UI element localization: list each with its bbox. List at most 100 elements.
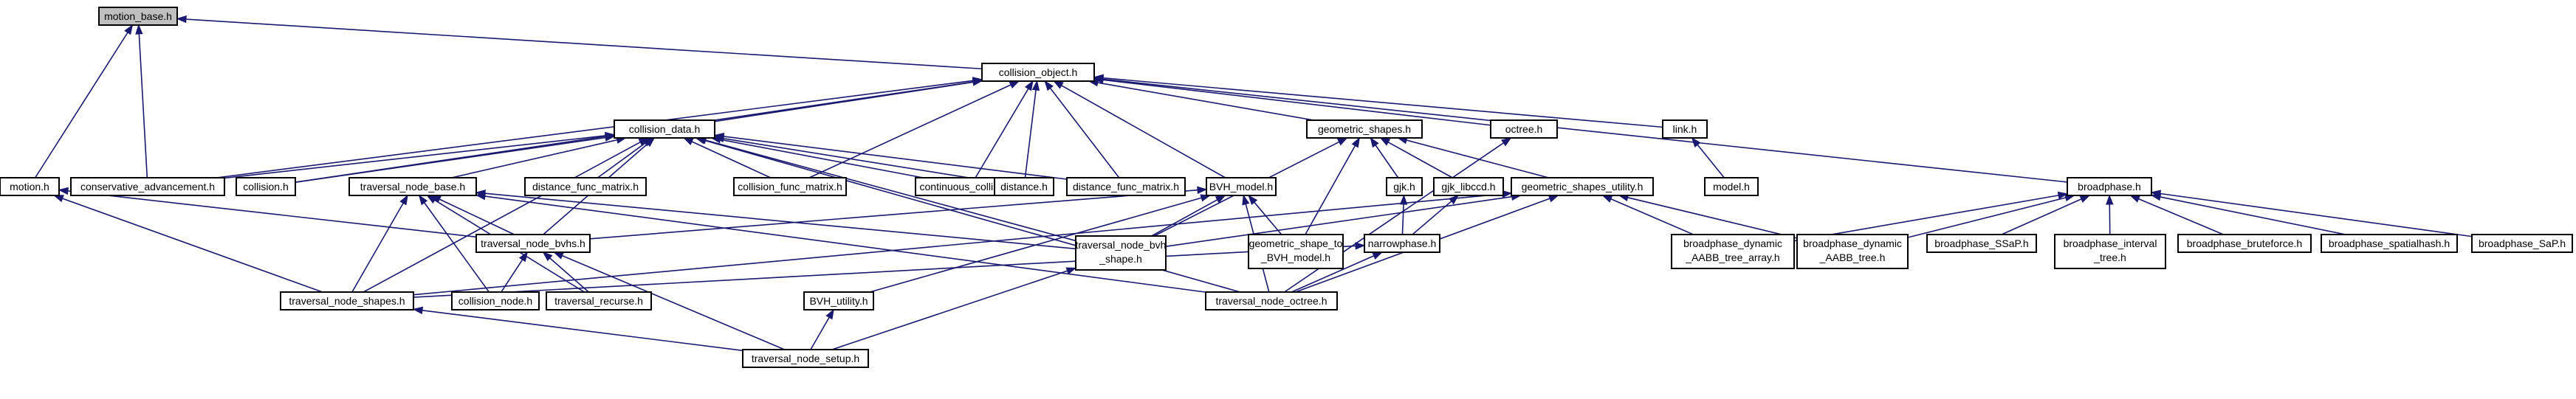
node-link[interactable]: link.h (1662, 119, 1708, 139)
node-gjk[interactable]: gjk.h (1386, 177, 1423, 196)
edge-broadphase_dynamic_AABB_tree_array-to-broadphase (1793, 191, 2069, 242)
edge-line (451, 139, 618, 178)
edge-broadphase_SaP-to-broadphase (2150, 190, 2473, 237)
node-distance-func-matrix-b[interactable]: distance_func_matrix.h (1066, 177, 1186, 196)
node-traversal-node-octree[interactable]: traversal_node_octree.h (1205, 291, 1338, 310)
node-model[interactable]: model.h (1704, 177, 1759, 196)
node-motion[interactable]: motion.h (0, 177, 60, 196)
edge-line (484, 195, 1206, 293)
arrowhead (1691, 136, 1701, 148)
edge-traversal_node_setup-to-traversal_node_shapes (412, 306, 743, 352)
node-traversal-node-setup[interactable]: traversal_node_setup.h (742, 349, 869, 368)
node-label: traversal_node_shapes.h (289, 295, 405, 307)
node-label: model.h (1713, 181, 1750, 192)
node-geometric-shapes-utility[interactable]: geometric_shapes_utility.h (1511, 177, 1654, 196)
edge-line (422, 310, 743, 352)
edge-line (2160, 196, 2346, 235)
node-collision-data[interactable]: collision_data.h (614, 119, 715, 139)
node-traversal-node-bvh-shape[interactable]: traversal_node_bvh_shape.h (1075, 235, 1167, 271)
node-box (1248, 234, 1344, 269)
node-distance[interactable]: distance.h (994, 177, 1054, 196)
arrowhead (604, 133, 616, 142)
arrowhead (553, 251, 564, 260)
edge-geometric_shapes-to-collision_object (1088, 78, 1314, 121)
edge-narrowphase-to-gjk (1399, 194, 1408, 235)
arrowhead (1370, 136, 1379, 148)
node-traversal-recurse[interactable]: traversal_recurse.h (546, 291, 652, 310)
edge-line (562, 254, 785, 350)
node-geometric-shapes[interactable]: geometric_shapes.h (1306, 119, 1423, 139)
node-box (1433, 177, 1504, 196)
edge-line (869, 197, 1202, 293)
node-BVH-utility[interactable]: BVH_utility.h (803, 291, 874, 310)
node-traversal-node-bvhs[interactable]: traversal_node_bvhs.h (475, 234, 591, 253)
arrowhead (1242, 194, 1250, 206)
node-box (0, 177, 60, 196)
arrowhead (176, 15, 187, 24)
edge-line (1102, 79, 1491, 126)
node-box (2067, 177, 2152, 196)
node-broadphase-dynamic-AABB-tree[interactable]: broadphase_dynamic_AABB_tree.h (1796, 234, 1909, 269)
arrowhead (135, 24, 143, 35)
arrowhead (1065, 267, 1077, 275)
arrowhead (1372, 251, 1384, 260)
node-narrowphase[interactable]: narrowphase.h (1364, 234, 1440, 253)
arrowhead (1336, 137, 1348, 146)
edge-distance_func_matrix_b-to-collision_data (713, 132, 1068, 180)
edge-line (549, 257, 589, 293)
node-octree[interactable]: octree.h (1490, 119, 1558, 139)
edge-line (705, 139, 1076, 242)
node-label: motion.h (10, 181, 49, 192)
node-collision[interactable]: collision.h (236, 177, 296, 196)
node-label: conservative_advancement.h (80, 181, 215, 192)
node-traversal-node-base[interactable]: traversal_node_base.h (348, 177, 477, 196)
edge-BVH_utility-to-BVH_model (869, 194, 1212, 293)
node-box (1364, 234, 1440, 253)
edge-line (1697, 144, 1725, 178)
node-motion-base[interactable]: motion_base.h (98, 7, 178, 26)
node-distance-func-matrix-a[interactable]: distance_func_matrix.h (524, 177, 647, 196)
node-traversal-node-shapes[interactable]: traversal_node_shapes.h (280, 291, 414, 310)
node-label: distance.h (1000, 181, 1048, 192)
node-broadphase-SSaP[interactable]: broadphase_SSaP.h (1926, 234, 2037, 253)
node-collision-object[interactable]: collision_object.h (981, 63, 1095, 82)
edge-line (413, 245, 1356, 298)
node-broadphase-spatialhash[interactable]: broadphase_spatialhash.h (2321, 234, 2458, 253)
node-broadphase-interval-tree[interactable]: broadphase_interval_tree.h (2054, 234, 2166, 269)
edge-model-to-link (1691, 136, 1725, 178)
edge-gjk-to-geometric_shapes (1370, 136, 1399, 178)
node-box (2321, 234, 2458, 253)
edge-line (216, 80, 974, 178)
node-broadphase-SaP[interactable]: broadphase_SaP.h (2471, 234, 2573, 253)
node-broadphase[interactable]: broadphase.h (2067, 177, 2152, 196)
header-file-nodes: motion_base.h collision_object.h motion.h c… (0, 7, 2573, 368)
node-BVH-model[interactable]: BVH_model.h (1206, 177, 1277, 196)
node-box (1704, 177, 1759, 196)
node-label: BVH_model.h (1209, 181, 1273, 192)
arrowhead (475, 192, 487, 201)
edge-line (691, 141, 772, 178)
edge-continuous_collision-to-collision_object (975, 80, 1034, 178)
edge-conservative_advancement-to-collision_data (224, 131, 616, 179)
node-geometric-shape-to-BVH-model[interactable]: geometric_shape_to_BVH_model.h (1248, 234, 1344, 269)
edge-line (2160, 192, 2473, 237)
node-box (742, 349, 869, 368)
node-broadphase-dynamic-AABB-tree-array[interactable]: broadphase_dynamic_AABB_tree_array.h (1671, 234, 1795, 269)
node-broadphase-bruteforce[interactable]: broadphase_bruteforce.h (2177, 234, 2312, 253)
edge-line (1406, 139, 1549, 178)
arrowhead (52, 195, 64, 203)
edge-geometric_shape_to_BVH_model-to-BVH_model (1248, 194, 1282, 235)
arrowhead (1215, 195, 1226, 204)
node-collision-func-matrix[interactable]: collision_func_matrix.h (733, 177, 847, 196)
arrowhead (2079, 195, 2091, 203)
node-label: collision_object.h (999, 66, 1078, 78)
node-label: _AABB_tree.h (1819, 251, 1886, 263)
node-label: motion_base.h (104, 10, 172, 22)
node-box (1926, 234, 2037, 253)
node-label: broadphase.h (2078, 181, 2141, 192)
edge-line (1061, 85, 1226, 178)
node-gjk-libccd[interactable]: gjk_libccd.h (1433, 177, 1504, 196)
node-conservative-advancement[interactable]: conservative_advancement.h (70, 177, 225, 196)
node-collision-node[interactable]: collision_node.h (451, 291, 540, 310)
arrowhead (426, 195, 437, 204)
